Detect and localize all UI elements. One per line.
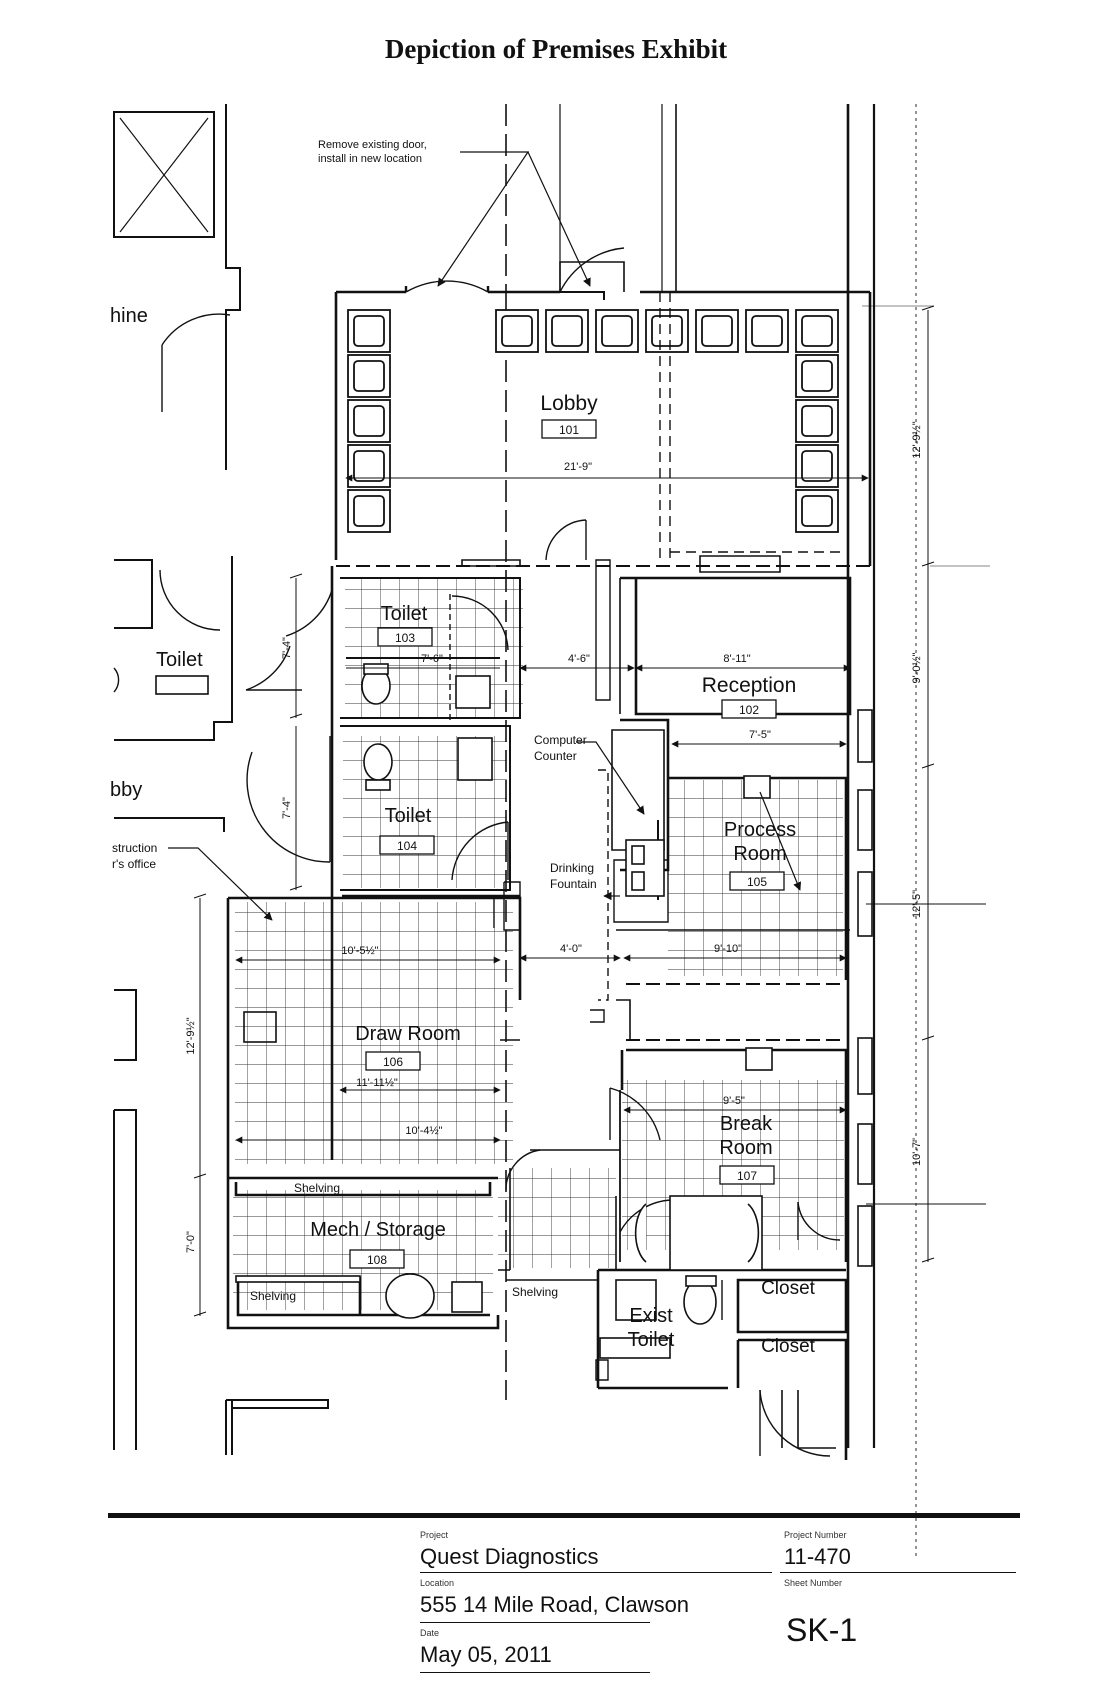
remove-door-note-1: Remove existing door, bbox=[318, 139, 427, 151]
lobby-chairs bbox=[347, 309, 839, 533]
dim-break-width: 9'-5" bbox=[723, 1095, 745, 1107]
location-rule bbox=[420, 1622, 650, 1623]
exist-toilet-label-2: Toilet bbox=[628, 1329, 675, 1351]
reception-label: Reception bbox=[702, 674, 797, 697]
location-value: 555 14 Mile Road, Clawson bbox=[420, 1592, 690, 1617]
location-caption: Location bbox=[420, 1578, 455, 1588]
project-number-caption: Project Number bbox=[784, 1530, 847, 1540]
computer-counter-note-1: Computer bbox=[534, 733, 587, 747]
process-room-label-1: Process bbox=[724, 819, 796, 841]
dim-toilet-width: 7'-6" bbox=[421, 653, 443, 665]
fixtures bbox=[235, 663, 773, 1359]
dim-draw-depth: 12'-9½" bbox=[185, 1017, 197, 1054]
draw-room-label: Draw Room bbox=[355, 1023, 461, 1045]
lobby-label: Lobby bbox=[540, 392, 598, 415]
dim-reception-inner: 7'-5" bbox=[749, 729, 771, 741]
toilet-104-number: 104 bbox=[397, 839, 417, 853]
lobby-number: 101 bbox=[559, 423, 579, 437]
process-room-label-2: Room bbox=[733, 843, 786, 865]
dimension-lines bbox=[193, 305, 990, 1317]
neighbor-walls bbox=[113, 104, 329, 1455]
dim-process-width: 9'-10" bbox=[714, 943, 742, 955]
room-number-boxes bbox=[349, 419, 785, 1269]
neighbor-machine-label: hine bbox=[110, 305, 148, 327]
neighbor-toilet-label: Toilet bbox=[156, 649, 203, 671]
neighbor-construction-label-1: struction bbox=[112, 841, 157, 855]
remove-door-note-2: install in new location bbox=[318, 153, 422, 165]
lobby-ceiling-lines bbox=[659, 292, 845, 560]
project-name: Quest Diagnostics bbox=[420, 1544, 599, 1569]
draw-room-number: 106 bbox=[383, 1055, 403, 1069]
break-room-number: 107 bbox=[737, 1169, 757, 1183]
shelving-right-label: Shelving bbox=[512, 1285, 558, 1299]
dim-lobby-width: 21'-9" bbox=[564, 461, 592, 473]
neighbor-lobby-label: bby bbox=[110, 779, 142, 801]
date-rule bbox=[420, 1672, 650, 1673]
break-room-label-1: Break bbox=[720, 1113, 773, 1135]
dim-process-depth: 12'-5" bbox=[911, 890, 923, 918]
sheet-number-value: SK-1 bbox=[786, 1612, 858, 1648]
reception-number: 102 bbox=[739, 703, 759, 717]
building-edge bbox=[505, 104, 917, 1560]
date-value: May 05, 2011 bbox=[420, 1642, 552, 1667]
computer-counter-note-2: Counter bbox=[534, 749, 577, 763]
sheet-number-caption: Sheet Number bbox=[784, 1578, 843, 1588]
dim-corridor-top: 4'-6" bbox=[568, 653, 590, 665]
drinking-fountain-note-1: Drinking bbox=[550, 861, 594, 875]
windows bbox=[857, 709, 873, 1267]
dim-toilet-104-depth: 7'-4" bbox=[281, 797, 293, 819]
closet-2-label: Closet bbox=[761, 1336, 816, 1357]
project-rule bbox=[420, 1572, 772, 1573]
project-number-value: 11-470 bbox=[784, 1544, 851, 1569]
mech-storage-label: Mech / Storage bbox=[310, 1219, 446, 1241]
leader-lines bbox=[168, 151, 802, 921]
neighbor-construction-label-2: r's office bbox=[112, 857, 156, 871]
toilet-103-number: 103 bbox=[395, 631, 415, 645]
dim-lobby-depth: 12'-9½" bbox=[911, 421, 923, 458]
dim-reception-width: 8'-11" bbox=[723, 653, 750, 665]
dim-draw-width-bottom: 10'-4½" bbox=[405, 1125, 442, 1137]
project-number-rule bbox=[780, 1572, 1016, 1573]
process-room-number: 105 bbox=[747, 875, 767, 889]
mech-storage-number: 108 bbox=[367, 1253, 387, 1267]
dim-corridor-mid: 4'-0" bbox=[560, 943, 582, 955]
dim-reception-depth: 9'-0½" bbox=[911, 652, 923, 683]
toilet-104-label: Toilet bbox=[385, 805, 432, 827]
project-caption: Project bbox=[420, 1530, 449, 1540]
dim-mech-depth: 7'-0" bbox=[185, 1231, 197, 1253]
dim-toilet-103-depth: 7'-4" bbox=[281, 637, 293, 659]
exist-toilet-label-1: Exist bbox=[629, 1305, 673, 1327]
dim-draw-width-top: 10'-5½" bbox=[341, 945, 378, 957]
page-title: Depiction of Premises Exhibit bbox=[384, 34, 728, 64]
interior-walls bbox=[340, 559, 850, 1320]
date-caption: Date bbox=[420, 1628, 440, 1638]
closet-1-label: Closet bbox=[761, 1278, 816, 1299]
dim-draw-inner: 11'-11½" bbox=[356, 1077, 398, 1089]
drinking-fountain-note-2: Fountain bbox=[550, 877, 597, 891]
shelving-left-label: Shelving bbox=[250, 1289, 296, 1303]
dim-break-depth: 10'-7" bbox=[911, 1138, 923, 1166]
title-block-rule bbox=[108, 1513, 1020, 1518]
break-room-label-2: Room bbox=[719, 1137, 772, 1159]
shelving-top-label: Shelving bbox=[294, 1181, 340, 1195]
toilet-103-label: Toilet bbox=[381, 603, 428, 625]
